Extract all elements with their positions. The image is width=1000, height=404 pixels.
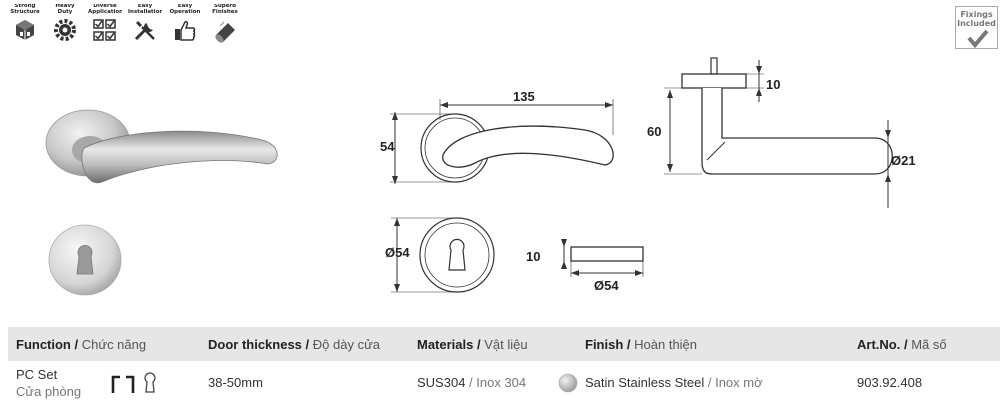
dim-escutcheon-diameter: Ø54 xyxy=(385,245,410,260)
material-value-vi: Inox 304 xyxy=(476,375,527,390)
fixings-label: Fixings Included xyxy=(956,10,997,28)
dim-escutcheon-side-diameter: Ø54 xyxy=(594,278,619,293)
superb-finishes-icon xyxy=(215,21,235,43)
feature-diverse-applications: Diverse Applications xyxy=(88,4,122,44)
escutcheon-photo xyxy=(48,224,122,296)
heavy-duty-icon xyxy=(54,19,76,41)
strong-structure-icon xyxy=(16,20,34,40)
cell-door-thickness: 38-50mm xyxy=(198,361,407,404)
header-materials-en: Materials xyxy=(417,336,474,352)
feature-easy-operation: Easy Operation xyxy=(168,4,202,44)
header-function-en: Function xyxy=(16,336,71,352)
feature-icons: Strong Structure Heavy Duty Diverse Appl… xyxy=(8,4,242,44)
header-art-no-vi: Mã số xyxy=(911,336,947,352)
dim-projection: 60 xyxy=(647,124,661,139)
side-view-drawing xyxy=(664,57,893,208)
table-row: PC Set Cửa phòng 38-50mm SUS304 / Inox 3… xyxy=(8,361,1000,404)
finish-value-vi: Inox mờ xyxy=(715,375,763,390)
escutcheon-side-labels: 10 Ø54 xyxy=(526,249,619,293)
function-name-vi: Cửa phòng xyxy=(16,383,82,399)
escutcheon-front-labels: Ø54 xyxy=(385,245,410,260)
fixings-line1: Fixings xyxy=(960,10,993,19)
feature-easy-installation: Easy Installation xyxy=(128,4,162,44)
feature-label: Superb Finishes xyxy=(212,4,238,15)
lever-handle-photo xyxy=(45,109,278,184)
spec-table: Function / Chức năng Door thickness / Độ… xyxy=(8,327,1000,404)
material-value: SUS304 xyxy=(417,375,466,390)
dim-length: 135 xyxy=(513,89,535,104)
header-materials-vi: Vật liệu xyxy=(484,336,528,352)
feature-label: Diverse Applications xyxy=(88,4,122,15)
dim-grip-diameter: Ø21 xyxy=(891,153,916,168)
feature-superb-finishes: Superb Finishes xyxy=(208,4,242,44)
lever-pair-icon xyxy=(111,375,135,393)
finish-swatch-icon xyxy=(558,373,578,392)
cell-material: SUS304 / Inox 304 xyxy=(417,375,527,390)
feature-label: Strong Structure xyxy=(10,4,40,15)
header-door-thickness: Door thickness / Độ dày cửa xyxy=(208,336,381,352)
checkmark-icon xyxy=(967,29,989,49)
header-function-vi: Chức năng xyxy=(81,336,147,352)
diverse-applications-icon xyxy=(93,19,116,41)
front-view-drawing xyxy=(390,99,614,184)
feature-label: Easy Operation xyxy=(169,4,201,15)
header-door-thickness-en: Door thickness xyxy=(208,336,302,352)
function-name: PC Set xyxy=(16,366,58,382)
art-no-value: 903.92.408 xyxy=(857,375,923,390)
easy-operation-icon xyxy=(175,21,196,41)
fixings-included-badge: Fixings Included xyxy=(955,6,998,49)
header-finish: Finish / Hoàn thiện xyxy=(585,336,698,352)
front-view-labels: 135 54 xyxy=(380,89,535,154)
dim-escutcheon-thickness: 10 xyxy=(526,249,540,264)
dim-rose-height: 54 xyxy=(380,139,395,154)
escutcheon-front-drawing xyxy=(391,217,495,293)
feature-strong-structure: Strong Structure xyxy=(8,4,42,44)
dim-rose-thickness: 10 xyxy=(766,77,780,92)
header-materials: Materials / Vật liệu xyxy=(417,336,528,352)
header-function: Function / Chức năng xyxy=(16,336,147,352)
fixings-line2: Included xyxy=(957,19,996,28)
cell-art-no: 903.92.408 xyxy=(847,361,997,404)
feature-heavy-duty: Heavy Duty xyxy=(48,4,82,44)
cell-function: PC Set Cửa phòng xyxy=(8,361,198,404)
header-finish-vi: Hoàn thiện xyxy=(634,336,698,352)
spec-table-header: Function / Chức năng Door thickness / Độ… xyxy=(8,327,1000,361)
header-door-thickness-vi: Độ dày cửa xyxy=(312,336,381,352)
feature-label: Easy Installation xyxy=(128,4,162,15)
easy-installation-icon xyxy=(134,21,155,41)
cell-finish: Satin Stainless Steel / Inox mờ xyxy=(558,361,847,404)
feature-label: Heavy Duty xyxy=(55,4,75,15)
side-view-labels: 10 60 Ø21 xyxy=(647,77,916,168)
escutcheon-side-drawing xyxy=(561,239,644,277)
finish-value: Satin Stainless Steel xyxy=(585,375,705,390)
keyhole-icon xyxy=(144,371,156,393)
door-thickness-value: 38-50mm xyxy=(208,375,263,390)
header-art-no: Art.No. / Mã số xyxy=(857,336,947,352)
header-finish-en: Finish xyxy=(585,336,624,352)
header-art-no-en: Art.No. xyxy=(857,336,901,352)
